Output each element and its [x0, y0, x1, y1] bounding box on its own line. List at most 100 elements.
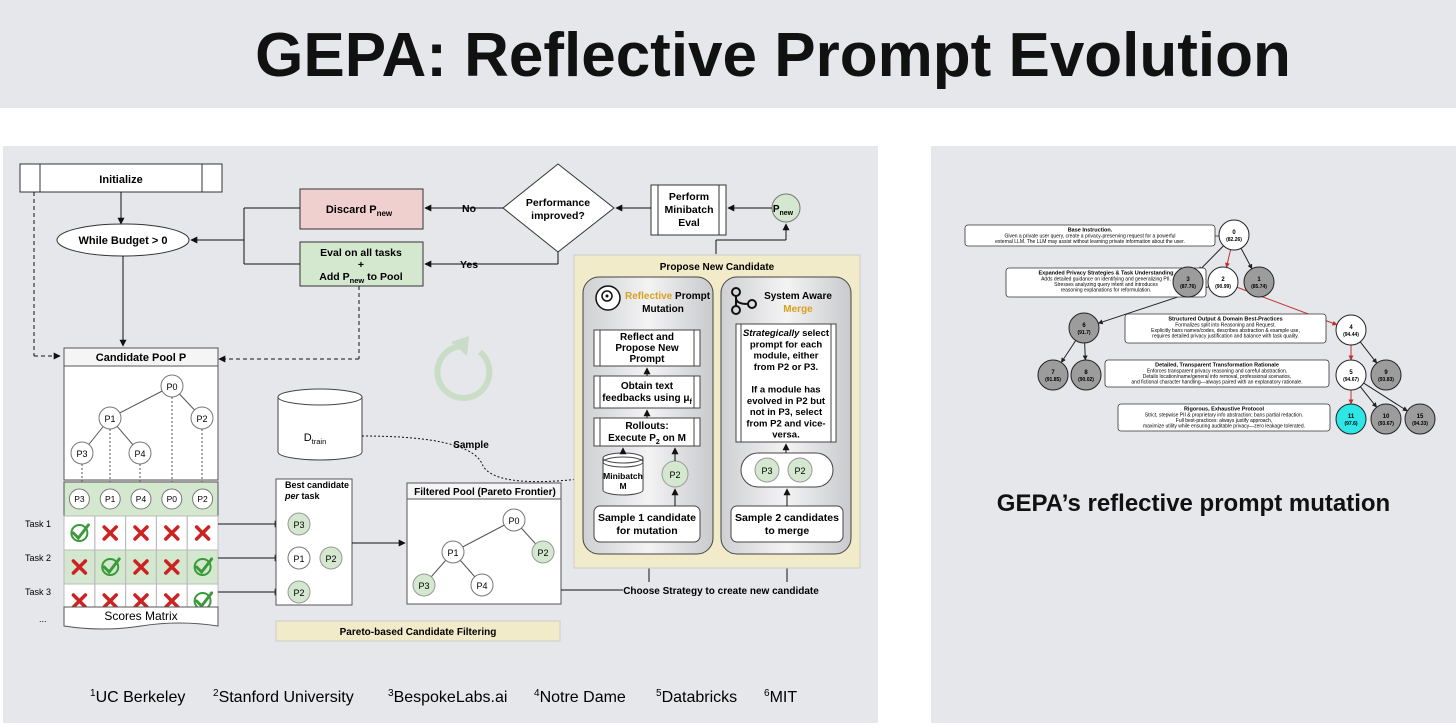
- tree-box-line: Adds detailed guidance on identifying an…: [1041, 277, 1171, 283]
- tree-node-id: 2: [1221, 277, 1225, 283]
- page-title: GEPA: Reflective Prompt Evolution: [255, 21, 1291, 90]
- feedback-line1: Obtain text: [621, 381, 674, 392]
- best-p2-task3: P2: [293, 588, 304, 598]
- tree-node-score: (85.74): [1251, 284, 1267, 290]
- merge-branch-icon: [731, 287, 757, 315]
- reflective-word: Reflective: [625, 291, 673, 302]
- tree-node-id: 15: [1417, 414, 1424, 420]
- initialize-box: Initialize: [19, 163, 223, 193]
- matrix-header-label: P4: [136, 494, 147, 504]
- rollouts-line1: Rollouts:: [625, 421, 668, 432]
- tree-node: [1068, 312, 1100, 344]
- sample2-line2: to merge: [765, 525, 810, 537]
- best-candidate-line1: Best candidate: [285, 480, 349, 490]
- merge-text-line: If a module has: [751, 385, 820, 396]
- candidate-pool-box: Candidate Pool P P0 P1 P2 P3 P4: [63, 347, 219, 481]
- matrix-header-label: P0: [167, 494, 178, 504]
- matrix-header-label: P3: [74, 494, 85, 504]
- tree-edge: [1198, 245, 1224, 272]
- ellipsis-label: ...: [39, 614, 47, 624]
- gepa-flow-diagram: Initialize While Budget > 0 Discard Pnew…: [19, 163, 861, 706]
- filtered-pool-box: Filtered Pool (Pareto Frontier) P0 P1 P2…: [406, 482, 562, 605]
- tree-box-title: Detailed, Transparent Transformation Rat…: [1155, 363, 1279, 369]
- merge-text-line: versa.: [772, 430, 799, 441]
- pnew-sub: new: [780, 210, 794, 217]
- tree-node-id: 11: [1348, 414, 1355, 420]
- tree-node-score: (93.83): [1378, 377, 1394, 383]
- reflect-line3: Prompt: [630, 354, 666, 365]
- task-3-label: Task 3: [25, 587, 51, 597]
- tree-node-id: 3: [1186, 277, 1190, 283]
- mutation-word: Mutation: [642, 304, 684, 315]
- filtered-p0: P0: [508, 516, 519, 526]
- tree-node: [1335, 359, 1367, 391]
- rollouts-line2b: on M: [660, 433, 686, 444]
- tree-node-id: 6: [1082, 323, 1086, 329]
- tree-box-line: Explicitly bans names/codes, describes a…: [1151, 328, 1300, 334]
- tree-node: [1207, 266, 1239, 298]
- filtered-p2: P2: [537, 548, 548, 558]
- svg-text:per task: per task: [284, 491, 321, 501]
- best-p1: P1: [293, 554, 304, 564]
- tree-node-score: (93.67): [1378, 421, 1394, 427]
- pool-p4: P4: [134, 449, 145, 459]
- tree-node-id: 4: [1349, 325, 1353, 331]
- svg-text:Add Pnew to Pool: Add Pnew to Pool: [319, 271, 403, 285]
- filtered-pool-label: Filtered Pool (Pareto Frontier): [414, 487, 556, 498]
- svg-text:Reflective Prompt: Reflective Prompt: [625, 291, 711, 302]
- merge-p2: P2: [794, 466, 805, 476]
- dtrain-sub: train: [312, 437, 327, 446]
- tree-node-score: (90.99): [1215, 284, 1231, 290]
- cross-icon: [133, 525, 149, 541]
- tree-box-title: Structured Output & Domain Best-Practice…: [1168, 317, 1282, 323]
- rollouts-line2a: Execute P: [608, 433, 656, 444]
- discard-box: Discard Pnew: [299, 188, 424, 230]
- candidate-pool-label: Candidate Pool P: [96, 352, 186, 364]
- tree-edge: [1359, 386, 1378, 408]
- mutation-p2: P2: [669, 470, 680, 480]
- dtrain-label: D: [304, 432, 312, 444]
- sample1-line1: Sample 1 candidate: [598, 512, 696, 524]
- propose-header: Propose New Candidate: [660, 262, 775, 273]
- check-mark: [195, 557, 214, 575]
- reflect-line1: Reflect and: [620, 332, 674, 343]
- matrix-header-node: [192, 488, 214, 510]
- filtered-p1: P1: [447, 548, 458, 558]
- pareto-filtering-banner: Pareto-based Candidate Filtering: [275, 620, 561, 642]
- tree-node-id: 9: [1384, 370, 1388, 376]
- matrix-header-node: [130, 488, 152, 510]
- filtered-p3: P3: [418, 581, 429, 591]
- refresh-cycle-icon: [434, 336, 493, 401]
- pnew-node: Pnew: [771, 193, 801, 223]
- tree-node-id: 1: [1257, 277, 1261, 283]
- while-budget-label: While Budget > 0: [79, 235, 168, 247]
- best-candidate-box: Best candidate per task P3 P1 P2 P2: [275, 478, 353, 606]
- pool-p2: P2: [196, 414, 207, 424]
- tree-node-id: 10: [1383, 414, 1390, 420]
- merge-text-line: not in P3, select: [750, 407, 823, 418]
- affiliation: 4Notre Dame: [534, 688, 626, 706]
- merge-text-line: module, either: [754, 351, 819, 362]
- dtrain-database: Dtrain: [277, 388, 363, 461]
- tree-edge: [1060, 340, 1077, 363]
- pool-p3: P3: [76, 449, 87, 459]
- tree-node-id: 0: [1232, 230, 1236, 236]
- tree-node: [1404, 403, 1436, 435]
- sample2-line1: Sample 2 candidates: [735, 512, 839, 524]
- merge-word2: Merge: [783, 304, 813, 315]
- tree-box: [964, 224, 1216, 247]
- tree-node: [1370, 403, 1402, 435]
- tree-node: [1335, 314, 1367, 346]
- cross-icon: [164, 525, 180, 541]
- propose-new-candidate-panel: Propose New Candidate Reflective Prompt …: [573, 254, 861, 569]
- tree-node: [1335, 403, 1367, 435]
- check-icon: [193, 558, 212, 576]
- pareto-filtering-label: Pareto-based Candidate Filtering: [340, 627, 497, 638]
- cross-icon: [102, 593, 118, 609]
- affiliation: 5Databricks: [656, 688, 737, 706]
- best-p2-task2: P2: [325, 554, 336, 564]
- performance-decision: Performance improved?: [502, 163, 615, 253]
- tree-node-score: (82.26): [1226, 237, 1242, 243]
